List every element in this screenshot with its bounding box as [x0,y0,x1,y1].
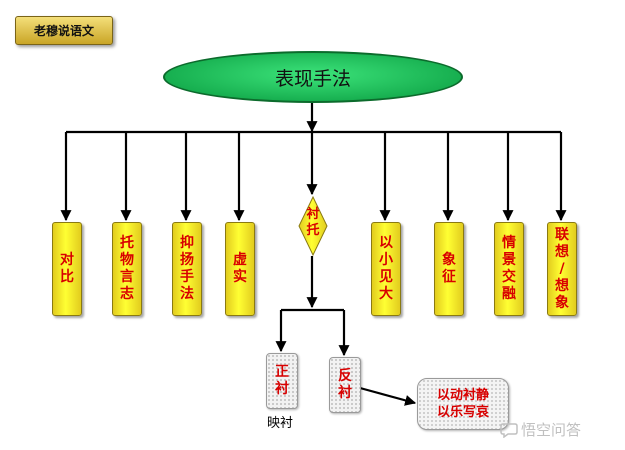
sub-branch-label: 正衬 [275,364,289,397]
branch-foil-diamond [298,196,328,256]
result-line-1: 以动衬静 [436,388,489,403]
branch-contrast: 对比 [52,222,82,316]
branch-label: 对比 [60,252,74,285]
branch-foil-label: 衬托 [298,207,328,239]
sub-branch-label: 反衬 [338,368,352,401]
result-line-2: 以乐写哀 [436,405,489,420]
sub-branch-negative-foil: 反衬 [329,357,361,413]
branch-label: 虚实 [233,252,247,285]
branch-label: 托物言志 [120,235,134,302]
branch-label: 情景交融 [502,235,516,302]
branch-label: 抑扬手法 [180,235,194,302]
branch-real-virtual: 虚实 [225,222,255,316]
branch-restrain-raise: 抑扬手法 [172,222,202,316]
branch-label: 联想/想象 [555,226,569,311]
chat-bubble-icon [500,422,518,438]
negative-foil-result: 以动衬静 以乐写哀 [417,378,509,430]
branch-label: 衬托 [306,207,320,238]
author-tag: 老穆说语文 [15,16,113,45]
root-node: 表现手法 [163,51,463,103]
watermark: 悟空问答 [500,419,581,440]
branch-label: 以小见大 [379,235,393,302]
branch-small-to-big: 以小见大 [371,222,401,316]
watermark-text: 悟空问答 [521,421,582,439]
sub-branch-positive-foil: 正衬 [266,353,298,409]
branch-label: 象征 [442,252,456,285]
branch-object-aspiration: 托物言志 [112,222,142,316]
branch-scene-emotion: 情景交融 [494,222,524,316]
positive-foil-caption: 映衬 [266,416,293,431]
branch-symbolism: 象征 [434,222,464,316]
branch-association: 联想/想象 [547,222,577,316]
